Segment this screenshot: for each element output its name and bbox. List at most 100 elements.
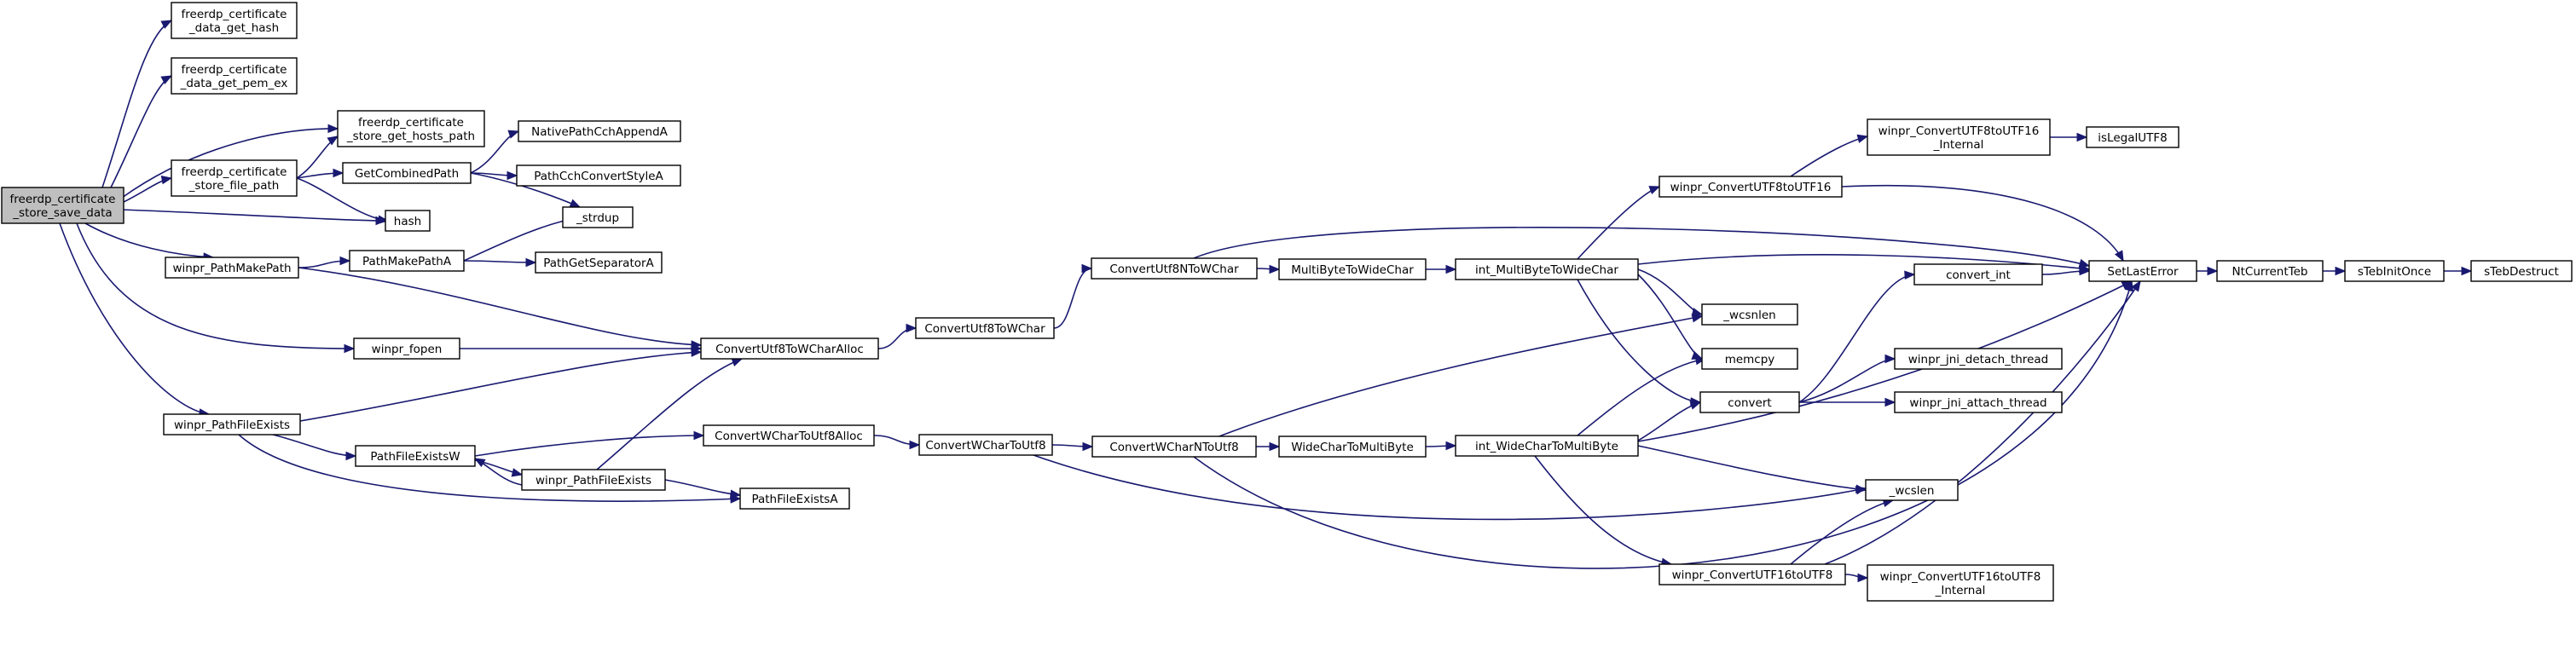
node-wcsnlen[interactable]: _wcsnlen (1701, 303, 1798, 326)
node-wc2mb[interactable]: WideCharToMultiByte (1278, 435, 1427, 458)
node-setlasterr[interactable]: SetLastError (2088, 260, 2197, 282)
node-stebd[interactable]: sTebDestruct (2470, 260, 2573, 282)
node-label: MultiByteToWideChar (1291, 263, 1414, 277)
node-label: convert_int (1946, 268, 2011, 282)
node-box (1701, 303, 1798, 326)
node-label: winpr_ConvertUTF16toUTF8 (1880, 570, 2041, 584)
node-wpfe[interactable]: winpr_PathFileExists (521, 469, 666, 491)
node-wu8to16i[interactable]: winpr_ConvertUTF8toUTF16_Internal (1867, 118, 2051, 156)
node-jnidetach[interactable]: winpr_jni_detach_thread (1894, 348, 2063, 370)
node-label: winpr_ConvertUTF8toUTF16 (1878, 124, 2040, 138)
node-box (353, 337, 460, 360)
node-file_path[interactable]: freerdp_certificate_store_file_path (171, 159, 298, 197)
node-label: _wcslen (1889, 484, 1935, 498)
node-label: NtCurrentTeb (2232, 265, 2308, 279)
node-label: _data_get_pem_ex (180, 77, 288, 90)
edge-arrowhead (160, 20, 173, 29)
node-pfeA[interactable]: PathFileExistsA (739, 487, 850, 510)
call-nodes: freerdp_certificate_store_save_data freer… (1, 2, 2573, 602)
node-label: _store_file_path (188, 179, 280, 193)
node-fileexists[interactable]: winpr_PathFileExists (163, 413, 301, 435)
call-edge (1193, 315, 1703, 447)
call-edge (1841, 184, 2124, 262)
node-label: isLegalUTF8 (2098, 131, 2167, 145)
node-pgsa[interactable]: PathGetSeparatorA (535, 251, 663, 274)
node-label: ConvertWCharToUtf8Alloc (715, 430, 863, 443)
node-cwcnu8[interactable]: ConvertWCharNToUtf8 (1091, 435, 1257, 458)
node-root[interactable]: freerdp_certificate_store_save_data (1, 187, 124, 224)
node-iwc2mb[interactable]: int_WideCharToMultiByte (1455, 435, 1639, 457)
call-edge (1637, 445, 1867, 491)
node-get_hash[interactable]: freerdp_certificate_data_get_hash (171, 2, 298, 39)
node-box (337, 110, 485, 147)
node-box (1658, 176, 1843, 198)
node-cu8wc[interactable]: ConvertUtf8ToWChar (915, 317, 1055, 339)
edge-arrowhead (1082, 441, 1094, 452)
node-cwcu8[interactable]: ConvertWCharToUtf8 (918, 434, 1053, 456)
node-npcca[interactable]: NativePathCchAppendA (518, 120, 681, 142)
node-pathmakeA[interactable]: PathMakePathA (349, 250, 465, 272)
node-wu8to16[interactable]: winpr_ConvertUTF8toUTF16 (1658, 176, 1843, 198)
node-imb2wc[interactable]: int_MultiByteToWideChar (1455, 258, 1639, 280)
edge-arrowhead (2114, 250, 2124, 262)
edge-arrowhead (160, 75, 173, 84)
node-pccsa[interactable]: PathCchConvertStyleA (516, 164, 681, 187)
node-memcpy[interactable]: memcpy (1701, 348, 1798, 370)
call-edge (121, 128, 339, 199)
edge-arrowhead (1691, 308, 1704, 317)
node-cu8nwc[interactable]: ConvertUtf8NToWChar (1091, 257, 1258, 280)
node-pathmake[interactable]: winpr_PathMakePath (165, 257, 299, 279)
node-label: _store_get_hosts_path (346, 130, 475, 143)
node-box (1867, 564, 2054, 602)
node-label: ConvertUtf8ToWChar (924, 322, 1045, 336)
call-edge (76, 222, 355, 349)
node-wu16to8i[interactable]: winpr_ConvertUTF16toUTF8_Internal (1867, 564, 2054, 602)
edge-arrowhead (160, 175, 173, 185)
node-label: _wcsnlen (1722, 309, 1775, 322)
node-combined[interactable]: GetCombinedPath (342, 162, 472, 184)
node-cwcu8a[interactable]: ConvertWCharToUtf8Alloc (703, 424, 875, 447)
edge-arrowhead (507, 170, 518, 181)
call-edge (463, 260, 536, 263)
call-edge (238, 434, 741, 502)
node-hosts_path[interactable]: freerdp_certificate_store_get_hosts_path (337, 110, 485, 147)
node-box (2086, 126, 2179, 148)
call-edge (296, 177, 389, 222)
node-box (918, 434, 1053, 456)
node-box (171, 2, 298, 39)
node-ntteb[interactable]: NtCurrentTeb (2216, 260, 2324, 282)
node-mb2wc[interactable]: MultiByteToWideChar (1278, 258, 1427, 280)
edge-arrowhead (909, 440, 921, 450)
call-edge (1005, 444, 1867, 521)
node-box (171, 159, 298, 197)
edge-arrowhead (333, 168, 344, 178)
call-edge (1798, 274, 1915, 403)
node-label: freerdp_certificate (182, 63, 287, 77)
node-pfeW[interactable]: PathFileExistsW (355, 445, 476, 467)
node-islegal[interactable]: isLegalUTF8 (2086, 126, 2179, 148)
node-label: memcpy (1725, 353, 1775, 366)
node-box (1455, 435, 1639, 457)
node-convint[interactable]: convert_int (1913, 263, 2043, 286)
node-jniattach[interactable]: winpr_jni_attach_thread (1894, 391, 2063, 413)
node-label: sTebInitOnce (2358, 265, 2431, 279)
call-edge (1790, 136, 1868, 177)
edge-arrowhead (1648, 186, 1661, 194)
node-convert[interactable]: convert (1699, 391, 1800, 413)
node-cu8wca[interactable]: ConvertUtf8ToWCharAlloc (700, 337, 879, 360)
node-strdup[interactable]: _strdup (562, 206, 634, 228)
node-hash[interactable]: hash (385, 210, 431, 232)
node-wcslen[interactable]: _wcslen (1865, 479, 1959, 501)
edge-arrowhead (1445, 441, 1457, 451)
node-fopen[interactable]: winpr_fopen (353, 337, 460, 360)
edge-arrowhead (377, 215, 390, 224)
call-edge (121, 209, 386, 222)
node-label: PathMakePathA (362, 255, 452, 268)
node-box (349, 250, 465, 272)
node-get_pem[interactable]: freerdp_certificate_data_get_pem_ex (171, 57, 298, 95)
edge-arrowhead (730, 489, 742, 499)
node-steb[interactable]: sTebInitOnce (2344, 260, 2445, 282)
edge-arrowhead (731, 358, 744, 366)
node-wu16to8[interactable]: winpr_ConvertUTF16toUTF8 (1658, 563, 1846, 585)
node-box (1894, 348, 2063, 370)
